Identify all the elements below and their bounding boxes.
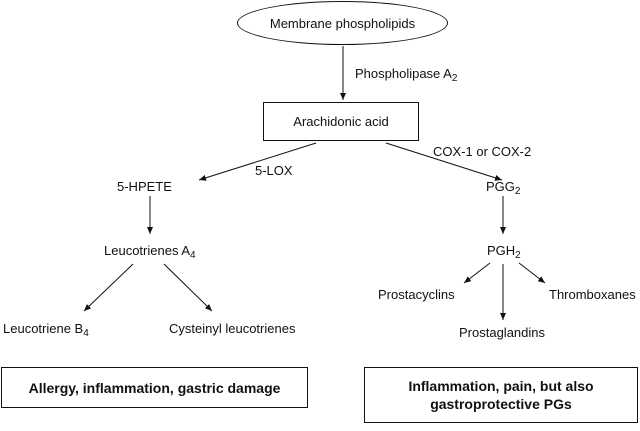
prostaglandins-label: Prostaglandins — [459, 325, 545, 340]
leucotrienes-a-label: Leucotrienes A4 — [104, 243, 196, 261]
phospholipase-subscript: 2 — [451, 73, 458, 84]
outcome-right-line1: Inflammation, pain, but also — [408, 378, 594, 394]
pgg-label: PGG2 — [486, 179, 521, 197]
leucotriene-b-label: Leucotriene B4 — [3, 321, 89, 339]
arrow-leuco-a-to-cysteinyl — [163, 263, 213, 312]
cox-label: COX-1 or COX-2 — [433, 144, 532, 159]
arrow-arachidonic-to-pgg — [385, 142, 503, 181]
cysteinyl-leucotrienes-label: Cysteinyl leucotrienes — [169, 321, 296, 336]
outcome-left-box: Allergy, inflammation, gastric damage — [1, 367, 308, 408]
membrane-phospholipids-label: Membrane phospholipids — [269, 15, 416, 31]
thromboxanes-label: Thromboxanes — [549, 287, 636, 302]
arachidonic-acid-label: Arachidonic acid — [293, 114, 389, 129]
phospholipase-label: Phospholipase A2 — [355, 66, 458, 84]
leucotrienes-a-subscript: 4 — [190, 250, 196, 261]
pgh-text: PGH — [487, 243, 516, 258]
pgh-label: PGH2 — [487, 243, 521, 261]
pgg-text: PGG — [486, 179, 515, 194]
outcome-right-box: Inflammation, pain, but also gastroprote… — [364, 367, 638, 423]
outcome-right-line2: gastroprotective PGs — [430, 396, 572, 412]
arrow-pgh-to-prostacyclins — [463, 262, 491, 284]
lox-label: 5-LOX — [255, 163, 293, 178]
membrane-phospholipids-node: Membrane phospholipids — [237, 1, 448, 45]
arachidonic-acid-node: Arachidonic acid — [263, 102, 419, 141]
arrow-leuco-a-to-leuco-b — [83, 263, 134, 312]
arrow-arachidonic-to-hpete — [198, 142, 317, 181]
pgg-subscript: 2 — [514, 186, 521, 197]
arrow-pgh-to-thromboxanes — [518, 262, 546, 284]
phospholipase-text: Phospholipase A — [355, 66, 452, 81]
hpete-label: 5-HPETE — [117, 179, 172, 194]
outcome-left-text: Allergy, inflammation, gastric damage — [28, 379, 281, 396]
leucotrienes-a-text: Leucotrienes A — [104, 243, 191, 258]
pgh-subscript: 2 — [515, 250, 521, 261]
leucotriene-b-subscript: 4 — [83, 328, 89, 339]
leucotriene-b-text: Leucotriene B — [3, 321, 84, 336]
prostacyclins-label: Prostacyclins — [378, 287, 455, 302]
